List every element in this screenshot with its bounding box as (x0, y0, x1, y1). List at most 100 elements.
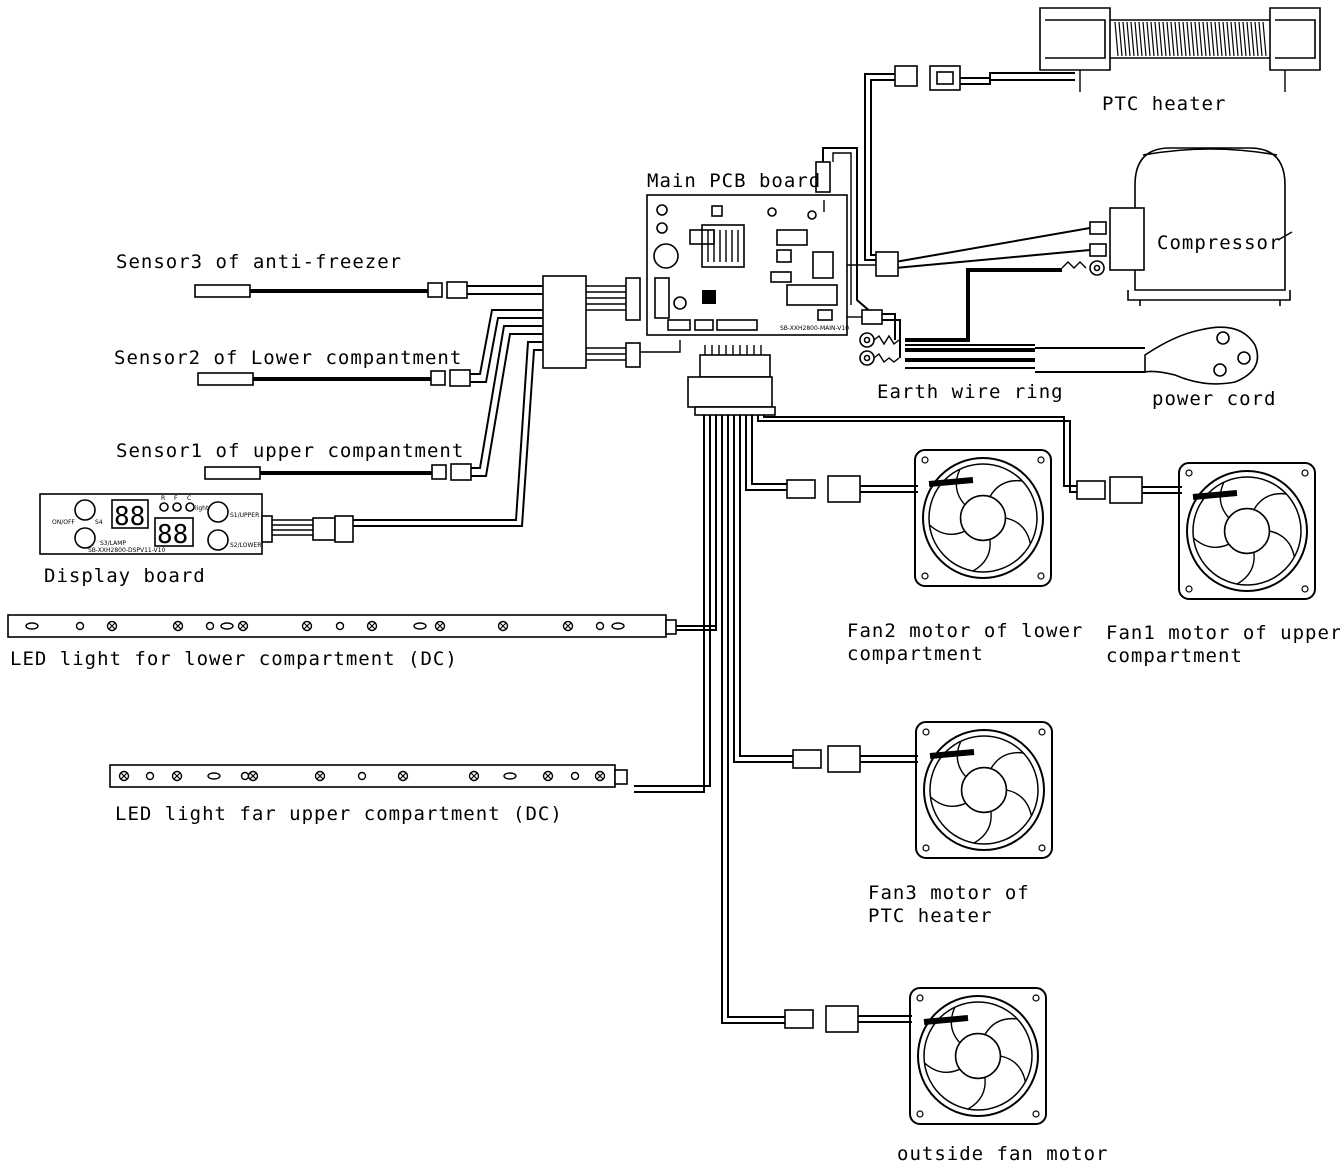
heater-fin (1222, 21, 1227, 57)
led-dot-mark (239, 622, 247, 630)
fan-motor (909, 987, 1047, 1125)
fan-frame (915, 721, 1053, 859)
led-dot-mark (499, 622, 507, 630)
pcb-right-connectors (861, 251, 899, 325)
heater-fin (1178, 21, 1183, 57)
heater-fin (1158, 21, 1163, 57)
heater-fin (1250, 21, 1255, 57)
fan-blade (950, 1006, 961, 1044)
label-ptc-heater: PTC heater (1102, 93, 1226, 115)
heater-fin (1190, 21, 1195, 57)
led-dot (570, 771, 580, 781)
heater-fin (1262, 21, 1267, 57)
fan-blade (1000, 1055, 1027, 1083)
led-dot-mark (399, 772, 407, 780)
heater-fin (1150, 21, 1155, 57)
fan-blade (967, 1077, 986, 1110)
led-dot-mark (108, 622, 116, 630)
label-led-upper: LED light far upper compartment (DC) (115, 803, 563, 825)
label-fan2-line2: compartment (847, 643, 984, 665)
label-fan2-line1: Fan2 motor of lower (847, 620, 1083, 642)
fan-frame (1178, 462, 1316, 600)
fan-blade (956, 740, 967, 778)
heater-fin (1186, 21, 1191, 57)
display-led-r: R (161, 495, 165, 502)
fan-ring-inner (923, 1001, 1033, 1111)
led-dot-mark (544, 772, 552, 780)
display-light-label: light (195, 505, 209, 512)
fan-mount-hole (1037, 456, 1045, 464)
heater-fin (1174, 21, 1179, 57)
heater-fin (1162, 21, 1167, 57)
fan-motor (914, 449, 1052, 587)
heater-fin (1218, 21, 1223, 57)
sensor3 (194, 281, 468, 299)
heater-fin (1154, 21, 1159, 57)
heater-fin (1146, 21, 1151, 57)
led-dot-mark (174, 622, 182, 630)
fan-lead (1192, 490, 1238, 500)
fan-ring-outer (1186, 470, 1308, 592)
label-sensor3: Sensor3 of anti-freezer (116, 251, 402, 273)
heater-fin (1238, 21, 1243, 57)
fan-frame (914, 449, 1052, 587)
heater-fin (1114, 21, 1119, 57)
fan-blade (990, 751, 1024, 770)
compressor (1109, 147, 1293, 306)
display-on-off-label: ON/OFF (52, 519, 75, 526)
main-pcb-board: SB-XXH2800-MAIN-V10 (646, 194, 849, 336)
sensor-connector-block (542, 275, 641, 369)
fan-ring-inner (928, 463, 1038, 573)
led-dot-mark (249, 772, 257, 780)
heater-fin (1142, 21, 1147, 57)
label-earth-wire: Earth wire ring (877, 381, 1064, 403)
display-s2-label: S2/LOWER (230, 542, 261, 549)
fan-blade (1253, 492, 1287, 511)
label-fan1-line1: Fan1 motor of upper (1106, 622, 1340, 644)
led-dot-mark (436, 622, 444, 630)
fan-blade (1219, 481, 1230, 519)
heater-fin (1134, 21, 1139, 57)
fan-mount-hole (1301, 585, 1309, 593)
compressor-terminals (1089, 221, 1107, 257)
display-led-f: F (174, 495, 178, 502)
label-outside-fan: outside fan motor (897, 1143, 1108, 1165)
heater-fin (1194, 21, 1199, 57)
sensor2 (197, 369, 471, 387)
heater-fin (1166, 21, 1171, 57)
heater-fin (1242, 21, 1247, 57)
earth-wire-rings (859, 332, 900, 366)
heater-fin (1118, 21, 1123, 57)
fan-mount-hole (922, 844, 930, 852)
fan-lead (929, 749, 975, 759)
label-fan1-line2: compartment (1106, 645, 1243, 667)
heater-fin (1210, 21, 1215, 57)
fan-ring-outer (922, 457, 1044, 579)
sensor1 (204, 463, 472, 481)
compressor-earth-ring (1061, 260, 1105, 276)
heater-fin (1130, 21, 1135, 57)
fan-blade (1192, 537, 1230, 549)
heater-fin (1226, 21, 1231, 57)
fan-motor (915, 721, 1053, 859)
led-dot (205, 621, 215, 631)
fan-blade (923, 1062, 961, 1074)
ptc-connector (894, 65, 961, 91)
fan-blade (989, 479, 1023, 498)
display-s3-label: S3/LAMP (100, 540, 126, 547)
display-s1-label: S1/UPPER (230, 512, 259, 519)
led-dot (335, 621, 345, 631)
display-part-label: SB-XXH2800-DSPV11-V10 (88, 547, 165, 554)
led-slot (220, 622, 234, 630)
label-sensor2: Sensor2 of Lower compantment (114, 347, 462, 369)
fan-mount-hole (916, 1110, 924, 1118)
display-board: ON/OFF S4 S1/UPPER S2/LOWER S3/LAMP ligh… (39, 493, 354, 555)
led-slot (25, 622, 39, 630)
display-led-c: C (187, 495, 191, 502)
heater-fin (1214, 21, 1219, 57)
heater-fin (1182, 21, 1187, 57)
display-s4-label: S4 (95, 519, 103, 526)
heater-fin (1198, 21, 1203, 57)
fan-lead (923, 1015, 969, 1025)
fan-mount-hole (1032, 994, 1040, 1002)
